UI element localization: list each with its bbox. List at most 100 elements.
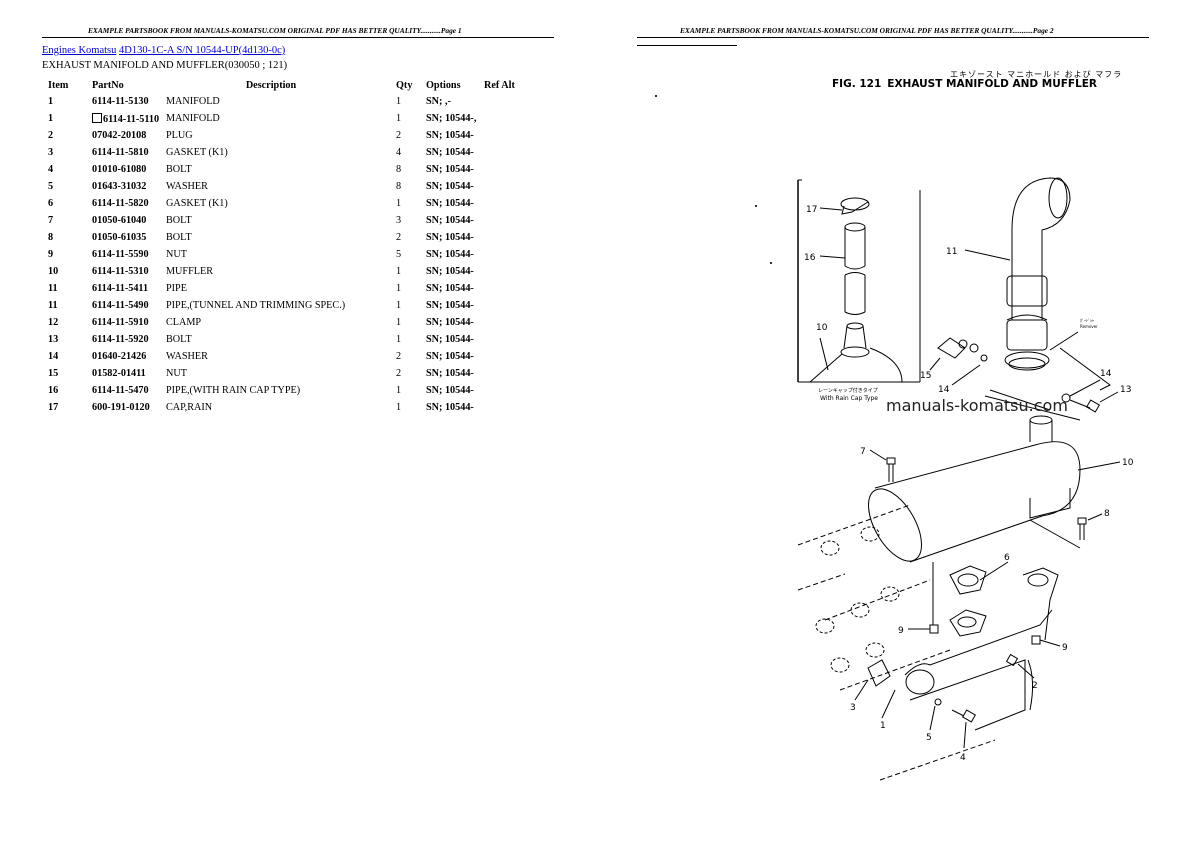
options-cell: SN; 10544- [426, 249, 474, 260]
figure-page: EXAMPLE PARTSBOOK FROM MANUALS-KOMATSU.C… [595, 0, 1190, 842]
short-divider [637, 45, 737, 46]
table-row: 16 6114-11-5470 PIPE,(WITH RAIN CAP TYPE) 1… [42, 382, 534, 399]
qty-cell: 2 [396, 232, 402, 243]
breadcrumb-link-engines[interactable]: Engines Komatsu [42, 45, 117, 56]
partno-cell: 6114-11-5810 [92, 147, 149, 158]
item-cell: 6 [48, 198, 54, 209]
description-cell: WASHER [166, 181, 208, 192]
figure-title-japanese: エキゾースト マニホールド および マフラ [950, 70, 1123, 79]
item-cell: 9 [48, 249, 54, 260]
ref-alt-cell [484, 195, 534, 212]
options-cell: SN; 10544- [426, 368, 474, 379]
svg-text:6: 6 [1004, 553, 1010, 563]
svg-text:Remover: Remover [1080, 324, 1098, 329]
ref-alt-cell [484, 331, 534, 348]
item-cell: 15 [48, 368, 59, 379]
ref-alt-cell [484, 127, 534, 144]
item-cell: 1 [48, 113, 54, 124]
breadcrumb: Engines Komatsu 4D130-1C-A S/N 10544-UP(… [42, 45, 285, 56]
ref-alt-cell [484, 144, 534, 161]
description-cell: PIPE,(WITH RAIN CAP TYPE) [166, 385, 301, 396]
ref-alt-cell [484, 297, 534, 314]
qty-cell: 5 [396, 249, 402, 260]
inset-rain-cap: 17 16 10 レーンキャップ付きタイプ With Rain Cap Type [797, 179, 921, 402]
breadcrumb-link-model[interactable]: 4D130-1C-A S/N 10544-UP(4d130-0c) [119, 45, 286, 56]
partno-cell: 01643-31032 [92, 181, 147, 192]
item-cell: 12 [48, 317, 59, 328]
options-cell: SN; 10544-, [426, 113, 477, 124]
svg-text:8: 8 [1104, 509, 1110, 519]
partno-cell: 6114-11-5470 [92, 385, 149, 396]
partno-cell: 01582-01411 [92, 368, 146, 379]
ref-alt-cell [484, 93, 534, 110]
svg-text:10: 10 [1122, 458, 1134, 468]
figure-name: EXHAUST MANIFOLD AND MUFFLER [887, 78, 1098, 90]
svg-text:11: 11 [946, 247, 957, 257]
partno-cell: 01010-61080 [92, 164, 147, 175]
description-cell: GASKET (K1) [166, 198, 228, 209]
qty-cell: 1 [396, 334, 402, 345]
ref-alt-cell [484, 365, 534, 382]
options-cell: SN; 10544- [426, 351, 474, 362]
partno-cell: 01050-61040 [92, 215, 147, 226]
col-options: Options [426, 79, 461, 91]
svg-text:9: 9 [898, 626, 904, 636]
svg-text:7: 7 [860, 447, 866, 457]
partno-cell: 6114-11-5910 [92, 317, 149, 328]
options-cell: SN; 10544- [426, 334, 474, 345]
description-cell: MANIFOLD [166, 113, 220, 124]
svg-text:ﾎﾞｰﾄﾞｼｬ: ﾎﾞｰﾄﾞｼｬ [1080, 318, 1094, 323]
description-cell: BOLT [166, 215, 192, 226]
table-header-row: Item PartNo Description Qty Options Ref … [42, 77, 534, 93]
ref-alt-cell [484, 263, 534, 280]
qty-cell: 2 [396, 368, 402, 379]
options-cell: SN; 10544- [426, 266, 474, 277]
qty-cell: 3 [396, 215, 402, 226]
partno-cell: 6114-11-5820 [92, 198, 149, 209]
item-cell: 8 [48, 232, 54, 243]
partno-cell: 6114-11-5490 [92, 300, 149, 311]
description-cell: PLUG [166, 130, 193, 141]
options-cell: SN; 10544- [426, 147, 474, 158]
description-cell: CLAMP [166, 317, 202, 328]
item-cell: 13 [48, 334, 59, 345]
description-cell: PIPE,(TUNNEL AND TRIMMING SPEC.) [166, 300, 346, 311]
qty-cell: 1 [396, 385, 402, 396]
partno-cell: 6114-11-5130 [92, 96, 149, 107]
checkbox-icon [92, 112, 102, 123]
options-cell: SN; 10544- [426, 130, 474, 141]
item-cell: 16 [48, 385, 59, 396]
ref-alt-cell [484, 399, 534, 416]
item-cell: 10 [48, 266, 59, 277]
ref-alt-cell [484, 246, 534, 263]
svg-text:1: 1 [880, 721, 886, 731]
svg-text:17: 17 [806, 205, 817, 215]
options-cell: SN; 10544- [426, 385, 474, 396]
qty-cell: 1 [396, 266, 402, 277]
item-cell: 4 [48, 164, 54, 175]
options-cell: SN; ,- [426, 96, 451, 107]
section-title: EXHAUST MANIFOLD AND MUFFLER(030050 ; 12… [42, 60, 288, 71]
svg-text:14: 14 [938, 385, 950, 395]
ref-alt-cell [484, 212, 534, 229]
ref-alt-cell [484, 314, 534, 331]
item-cell: 2 [48, 130, 54, 141]
ref-alt-cell [484, 280, 534, 297]
partno-cell: 600-191-0120 [92, 402, 150, 413]
header-divider [42, 37, 554, 38]
qty-cell: 2 [396, 130, 402, 141]
options-cell: SN; 10544- [426, 402, 474, 413]
item-cell: 7 [48, 215, 54, 226]
header-divider [637, 37, 1149, 38]
item-cell: 11 [48, 300, 58, 311]
svg-text:5: 5 [926, 733, 932, 743]
ref-alt-cell [484, 110, 534, 127]
